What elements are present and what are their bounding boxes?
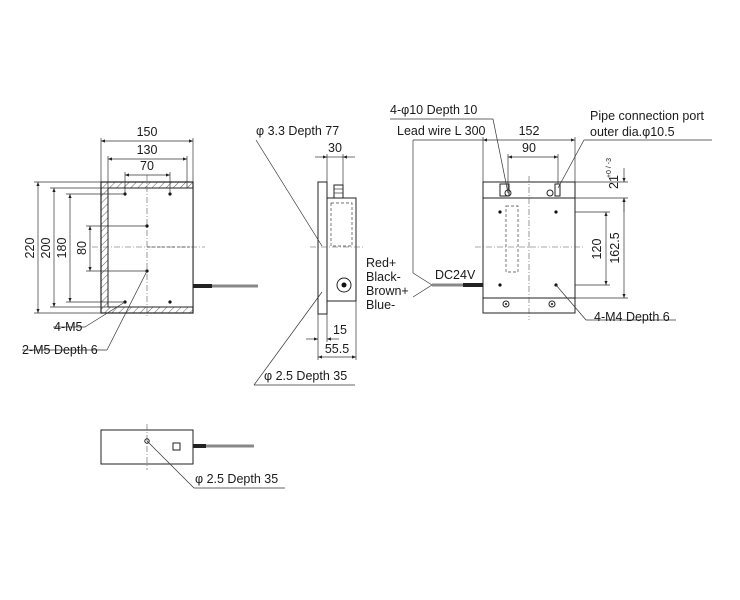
dim-220: 220 [23,238,37,259]
rear-view: 152 90 Lead wire L 300 21 +0 / -3 120 16… [366,103,712,324]
dim-55-5: 55.5 [325,342,349,356]
side-cable-gland [336,277,352,293]
side-pipe-fitting [333,184,344,199]
front-view: 150 130 70 220 200 180 80 4-M5 2-M5 Dept… [22,125,258,357]
leader-2m5 [106,270,148,351]
side-view: 30 15 55.5 φ 3.3 Depth 77 φ 2.5 Depth 35 [253,124,364,386]
label-lead-wire: Lead wire L 300 [397,124,486,138]
label-phi-2-5-bottom: φ 2.5 Depth 35 [195,472,278,486]
leader-phi-2-5-bottom [146,440,195,489]
side-plate [317,181,328,315]
dim-162-5: 162.5 [608,232,622,263]
wire-red: Red+ [366,256,396,270]
leader-pipe [557,139,585,189]
dim-80: 80 [75,241,89,255]
dim-30: 30 [328,141,342,155]
leader-4m5 [84,301,126,328]
label-phi-3-3: φ 3.3 Depth 77 [256,124,339,138]
dim-180: 180 [55,238,69,259]
front-hole [168,300,172,304]
wire-blue: Blue- [366,298,395,312]
bottom-view: φ 2.5 Depth 35 [100,424,285,489]
dim-200: 200 [39,238,53,259]
dim-15: 15 [333,323,347,337]
label-pipe-1: Pipe connection port [590,109,704,123]
dim-21: 21 [607,175,621,189]
dim-21-tolerance: +0 / -3 [606,158,613,178]
dim-152: 152 [519,124,540,138]
dim-130: 130 [137,143,158,157]
label-dc24v: DC24V [435,268,476,282]
wire-black: Black- [366,270,401,284]
leader-4-phi-10 [492,118,509,194]
rear-fitting-right [554,183,561,197]
label-phi-2-5-side: φ 2.5 Depth 35 [264,369,347,383]
label-pipe-2: outer dia.φ10.5 [590,125,675,139]
bottom-gland [172,442,181,451]
dim-70: 70 [140,159,154,173]
wire-brown: Brown+ [366,284,409,298]
leader-phi-2-5-side [253,291,323,386]
label-4m4: 4-M4 Depth 6 [594,310,670,324]
label-4m5: 4-M5 [54,320,83,334]
leader-phi-3-3 [255,139,323,247]
label-2m5: 2-M5 Depth 6 [22,343,98,357]
dim-120: 120 [590,239,604,260]
side-hidden-channel [330,202,353,247]
front-inner-cavity [107,187,194,308]
dim-90: 90 [522,141,536,155]
dim-150: 150 [137,125,158,139]
leader-4m4 [555,284,587,321]
label-4-phi-10: 4-φ10 Depth 10 [390,103,477,117]
